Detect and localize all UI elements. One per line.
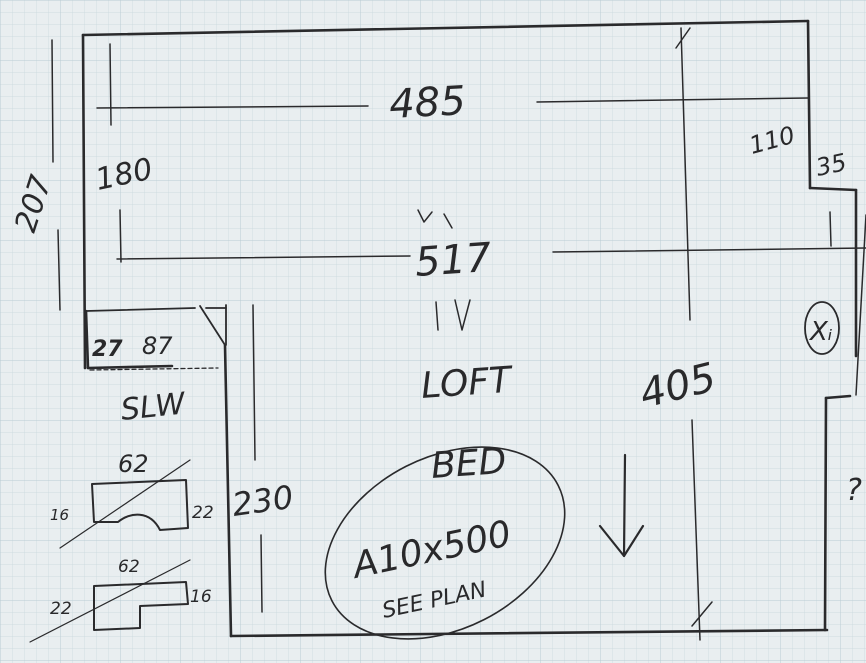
dim-left-upper (51, 39, 54, 163)
room-name-line1: LOFT (420, 360, 516, 407)
down-arrow-icon (598, 453, 645, 558)
profile-1-top: 62 (118, 450, 149, 478)
profile-2-shape (29, 559, 191, 643)
notch-wall (86, 364, 174, 370)
marker-circle (804, 301, 840, 355)
profile-2-left: 22 (50, 599, 72, 619)
notch-dashed-line (89, 367, 219, 371)
dim-top-left (96, 105, 369, 109)
profile-2-top: 62 (118, 557, 140, 577)
profile-2-right: 16 (190, 587, 212, 607)
dimension-lines (51, 27, 866, 641)
profile-1-shape (59, 459, 191, 549)
dim-top-width: 485 (388, 78, 467, 128)
dim-mid-width: 517 (413, 235, 493, 286)
edge-mark: ? (846, 473, 862, 508)
wall-top (81, 19, 810, 37)
wall-bottom (229, 628, 829, 638)
wall-right-upper (806, 19, 812, 190)
stair-corner (85, 304, 227, 346)
stair-wall-left (223, 343, 233, 638)
dim-405-tick-top (675, 27, 691, 49)
dim-180-upper (109, 43, 112, 126)
wall-right-lower-cap (824, 394, 852, 400)
dim-notch-b: 87 (142, 332, 173, 360)
dim-405-upper (680, 27, 691, 321)
marker-label: Xᵢ (808, 317, 833, 347)
dim-405-lower (691, 419, 701, 641)
dim-230-upper (252, 304, 256, 461)
bed-outline (324, 446, 566, 640)
note-slw: SLW (119, 386, 188, 428)
wall-step-horizontal (808, 186, 858, 192)
dim-notch-a: 27 (92, 337, 123, 362)
dim-35-vertical (829, 211, 832, 247)
dim-180-lower (119, 209, 122, 263)
dim-mid-right (552, 247, 866, 253)
dim-mid-left (116, 255, 411, 260)
dim-stair-height: 230 (230, 478, 296, 524)
dim-405-tick-bottom (691, 601, 713, 627)
profile-1-left: 16 (50, 506, 69, 524)
dim-left-lower (57, 229, 61, 311)
room-name-line2: BED (430, 441, 508, 487)
notch-inner (84, 309, 90, 370)
edge-vertical (855, 214, 866, 396)
dim-230-lower (260, 534, 263, 613)
wall-left (81, 33, 87, 370)
dim-top-right (536, 97, 809, 103)
dim-right-step-width: 35 (813, 148, 849, 182)
erased-marks (417, 209, 471, 331)
room-outline (81, 19, 858, 638)
wall-right-lower (823, 396, 828, 632)
profile-1-right: 22 (192, 503, 214, 523)
